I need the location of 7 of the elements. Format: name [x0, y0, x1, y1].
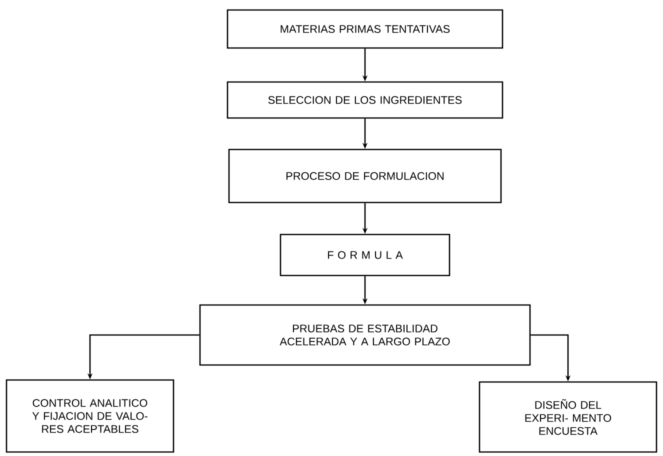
process-box: F O R M U L A: [280, 234, 450, 276]
process-box: DISEÑO DEL EXPERI- MENTO ENCUESTA: [478, 381, 658, 453]
process-box: PRUEBAS DE ESTABILIDAD ACELERADA Y A LARGO PLAZO: [199, 304, 531, 366]
process-box: CONTROL ANALITICO Y FIJACION DE VALO- RES ACEPTABLES: [6, 379, 174, 453]
process-box: MATERIAS PRIMAS TENTATIVAS: [226, 9, 504, 49]
process-box: SELECCION DE LOS INGREDIENTES: [226, 81, 504, 119]
process-box: PROCESO DE FORMULACION: [228, 148, 502, 204]
